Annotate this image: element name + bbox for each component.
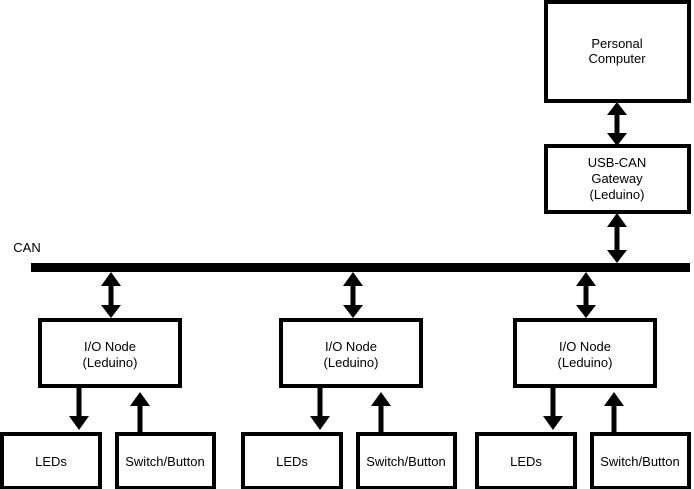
leds-3-box (475, 432, 577, 489)
switch-button-3-label: Switch/Button (600, 454, 680, 469)
leds-3-label: LEDs (510, 454, 542, 469)
io-node-2-box (279, 318, 423, 388)
switch-to-node-2-arrow (371, 392, 391, 432)
switch-button-1-label: Switch/Button (125, 454, 205, 469)
gateway-label-line-1: USB-CAN (588, 155, 647, 170)
switch-button-2-label: Switch/Button (366, 454, 446, 469)
io-node-3: I/O Node (Leduino) LEDs Switch/Button (475, 272, 691, 489)
io-node-2-label-line-1: I/O Node (325, 339, 377, 354)
usb-can-gateway-node: USB-CAN Gateway (Leduino) (544, 144, 691, 214)
io-node-3-label-line-1: I/O Node (559, 339, 611, 354)
switch-to-node-1-arrow (130, 392, 150, 432)
io-node-1-label-line-1: I/O Node (84, 339, 136, 354)
io-node-2: I/O Node (Leduino) LEDs Switch/Button (241, 272, 457, 489)
gateway-can-arrow (607, 213, 627, 263)
node-2-to-leds-arrow (310, 388, 330, 430)
can-node-1-arrow (101, 272, 121, 318)
io-node-3-box (513, 318, 657, 388)
node-3-to-leds-arrow (543, 388, 563, 430)
leds-2-box (241, 432, 343, 489)
leds-2-label: LEDs (276, 454, 308, 469)
switch-button-3-box (590, 432, 691, 489)
switch-to-node-3-arrow (604, 392, 624, 432)
io-node-1-label-line-2: (Leduino) (83, 355, 138, 370)
node-1-to-leds-arrow (69, 388, 89, 430)
io-node-2-label-line-2: (Leduino) (324, 355, 379, 370)
io-node-1-box (38, 318, 182, 388)
gateway-label-line-3: (Leduino) (590, 187, 645, 202)
personal-computer-label-line-2: Computer (588, 51, 646, 66)
leds-1-box (0, 432, 102, 489)
leds-1-label: LEDs (35, 454, 67, 469)
switch-button-1-box (115, 432, 216, 489)
personal-computer-node: Personal Computer (544, 0, 691, 103)
can-node-2-arrow (343, 272, 363, 318)
io-node-3-label-line-2: (Leduino) (558, 355, 613, 370)
can-node-3-arrow (576, 272, 596, 318)
can-bus-label: CAN (13, 240, 40, 255)
gateway-label-line-2: Gateway (591, 171, 643, 186)
io-node-1: I/O Node (Leduino) LEDs Switch/Button (0, 272, 216, 489)
personal-computer-label-line-1: Personal (591, 36, 642, 51)
usb-can-gateway-box (544, 144, 691, 214)
can-bus-line (31, 263, 690, 272)
switch-button-2-box (356, 432, 457, 489)
pc-gateway-arrow (607, 102, 627, 146)
personal-computer-box (544, 0, 691, 103)
